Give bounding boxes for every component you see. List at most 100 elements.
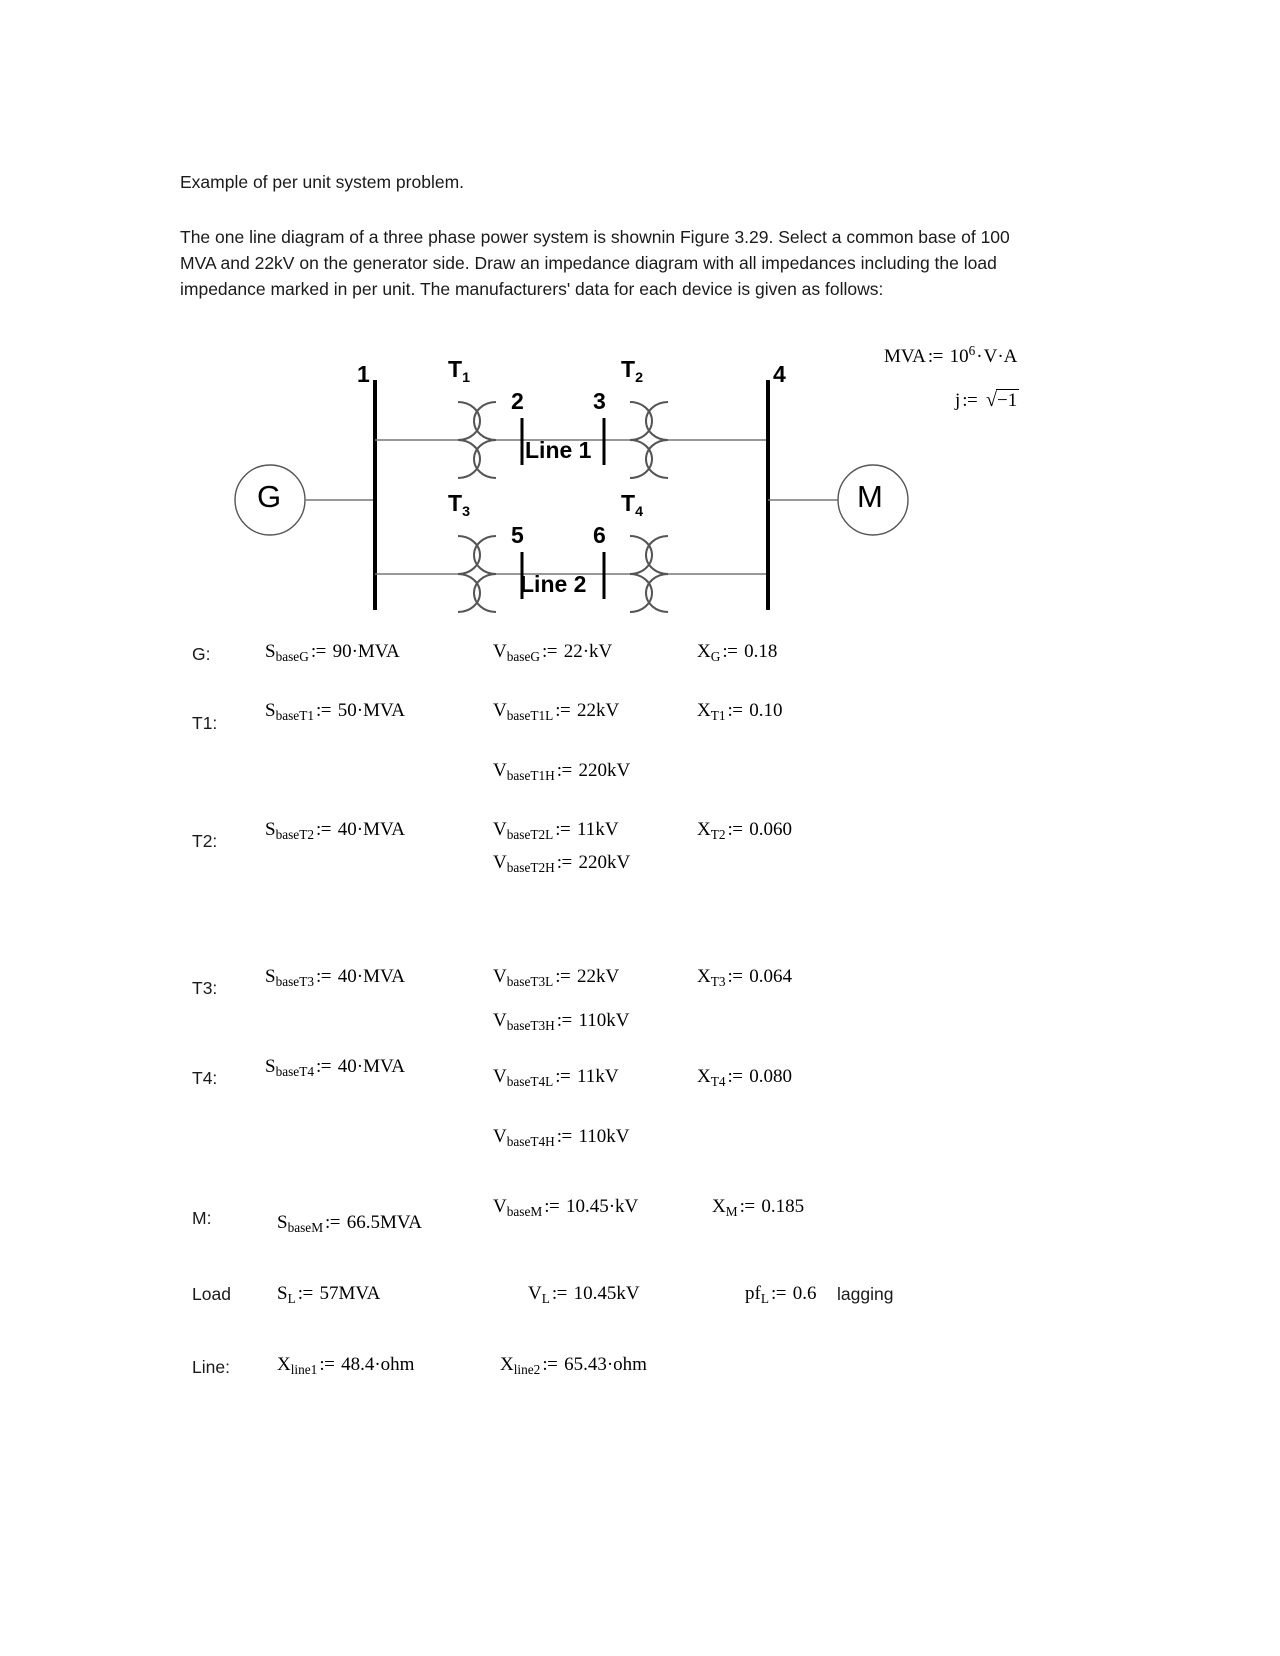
xm-base: X (712, 1196, 726, 1217)
vbaseg-op: := (541, 641, 558, 662)
sbaset2-base: S (265, 819, 276, 840)
sbaset1-op: := (315, 700, 332, 721)
vbaseg-sep: · (582, 641, 590, 662)
mva-exponent: 6 (968, 343, 976, 358)
vbaset3h-op: := (556, 1010, 573, 1031)
vbaset1h-sub: baseT1H (506, 767, 555, 783)
xline1-unit: ohm (380, 1354, 415, 1375)
expr-vl: VL:= 10.45kV (528, 1283, 640, 1307)
vbaset1l-base: V (493, 700, 507, 721)
vbaset3h-sub: baseT3H (506, 1017, 555, 1033)
sbaset1-sep: · (356, 700, 364, 721)
definition-mva: MVA:= 106·V·A (884, 343, 1018, 367)
t3-coil-b2 (473, 573, 497, 613)
expr-sbaset4: SbaseT4:= 40·MVA (265, 1056, 405, 1080)
t1-coil-a2 (457, 439, 481, 479)
vbaset2l-unit: kV (595, 819, 619, 840)
vbaset3l-unit: kV (596, 966, 620, 987)
xt1-sub: T1 (710, 707, 726, 723)
square-root-icon: √−1 (986, 389, 1020, 411)
expr-sl: SL:= 57MVA (277, 1283, 380, 1307)
mva-assign-op: := (927, 345, 944, 367)
t1-base: T (448, 356, 463, 382)
t2-coil-b2 (645, 439, 669, 479)
vbaset3l-sub: baseT3L (506, 973, 554, 989)
vbaset2h-op: := (556, 852, 573, 873)
vbaset4l-unit: kV (595, 1066, 619, 1087)
intro-paragraph: The one line diagram of a three phase po… (180, 227, 1010, 299)
sbasem-sub: baseM (287, 1219, 324, 1235)
expr-sbaset1: SbaseT1:= 50·MVA (265, 700, 405, 724)
sbaseg-sep: · (351, 641, 358, 662)
xline1-sub: line1 (290, 1361, 318, 1377)
t3-coil-b1 (473, 535, 497, 575)
t1-coil-a1 (457, 401, 481, 441)
sbaset3-sep: · (356, 966, 364, 987)
vbaset2l-value: 11 (577, 819, 596, 840)
device-row-label-line: Line: (192, 1357, 230, 1377)
j-radicand: −1 (995, 389, 1020, 411)
t4-coil-b2 (645, 573, 669, 613)
t2-sub: 2 (635, 369, 643, 386)
xt4-value: 0.080 (749, 1066, 793, 1087)
vbaset4h-base: V (493, 1126, 507, 1147)
bus-label-4: 4 (773, 361, 786, 387)
t2-coil-b1 (645, 401, 669, 441)
vbaset2h-value: 220 (578, 852, 607, 873)
device-row-label-t4: T4: (192, 1068, 218, 1088)
sbaset2-sep: · (356, 819, 364, 840)
device-row-label-load: Load (192, 1284, 231, 1304)
t4-coil-a1 (629, 535, 653, 575)
sbaset2-value: 40 (337, 819, 357, 840)
sl-base: S (277, 1283, 288, 1304)
sbaseg-base: S (265, 641, 276, 662)
xline1-value: 48.4 (341, 1354, 375, 1375)
vbaseg-sub: baseG (506, 648, 540, 664)
vbaset2l-op: := (555, 819, 571, 840)
expr-vbasem: VbaseM:= 10.45·kV (493, 1196, 638, 1220)
xline2-base: X (500, 1354, 514, 1375)
xline2-value: 65.43 (564, 1354, 607, 1375)
xt1-value: 0.10 (749, 700, 783, 721)
j-assign-op: := (962, 390, 978, 411)
expr-xt2: XT2:= 0.060 (697, 819, 792, 843)
j-lhs: j (955, 390, 961, 411)
xt3-sub: T3 (710, 973, 726, 989)
expr-xline1: Xline1:= 48.4·ohm (277, 1354, 414, 1378)
vl-value: 10.45 (573, 1283, 617, 1304)
vbaset3l-value: 22 (577, 966, 597, 987)
mva-units: V·A (983, 345, 1018, 367)
t3-coil-a2 (457, 573, 481, 613)
sbaset2-unit: MVA (363, 819, 405, 840)
xline2-op: := (542, 1354, 558, 1375)
transformer-label-t3: T3 (448, 490, 470, 520)
sbaset3-unit: MVA (363, 966, 405, 987)
sbaset4-sub: baseT4 (275, 1063, 314, 1079)
vbaset4l-base: V (493, 1066, 507, 1087)
bus-label-1: 1 (357, 361, 370, 387)
vbaset4h-value: 110 (578, 1126, 607, 1147)
sbaset3-value: 40 (337, 966, 357, 987)
definition-j: j:= √−1 (955, 389, 1020, 412)
generator-label: G (257, 479, 282, 514)
vbasem-op: := (544, 1196, 560, 1217)
vl-op: := (551, 1283, 568, 1304)
xm-value: 0.185 (761, 1196, 805, 1217)
sbaset1-sub: baseT1 (275, 707, 314, 723)
expr-xt3: XT3:= 0.064 (697, 966, 792, 990)
t3-coil-a1 (457, 535, 481, 575)
vbaset4l-value: 11 (577, 1066, 596, 1087)
bus-label-5: 5 (511, 522, 524, 548)
vbaset1l-value: 22 (577, 700, 597, 721)
xline2-sep: · (606, 1354, 614, 1375)
sbaset4-value: 40 (337, 1056, 357, 1077)
transformer-label-t4: T4 (621, 490, 643, 520)
xt1-op: := (727, 700, 744, 721)
sbaset4-sep: · (356, 1056, 364, 1077)
sbaseg-sub: baseG (275, 648, 309, 664)
mva-coefficient: 10 (949, 345, 969, 367)
vbaset4l-op: := (555, 1066, 571, 1087)
sbaset1-value: 50 (337, 700, 357, 721)
sbaset4-base: S (265, 1056, 276, 1077)
xline1-op: := (319, 1354, 335, 1375)
